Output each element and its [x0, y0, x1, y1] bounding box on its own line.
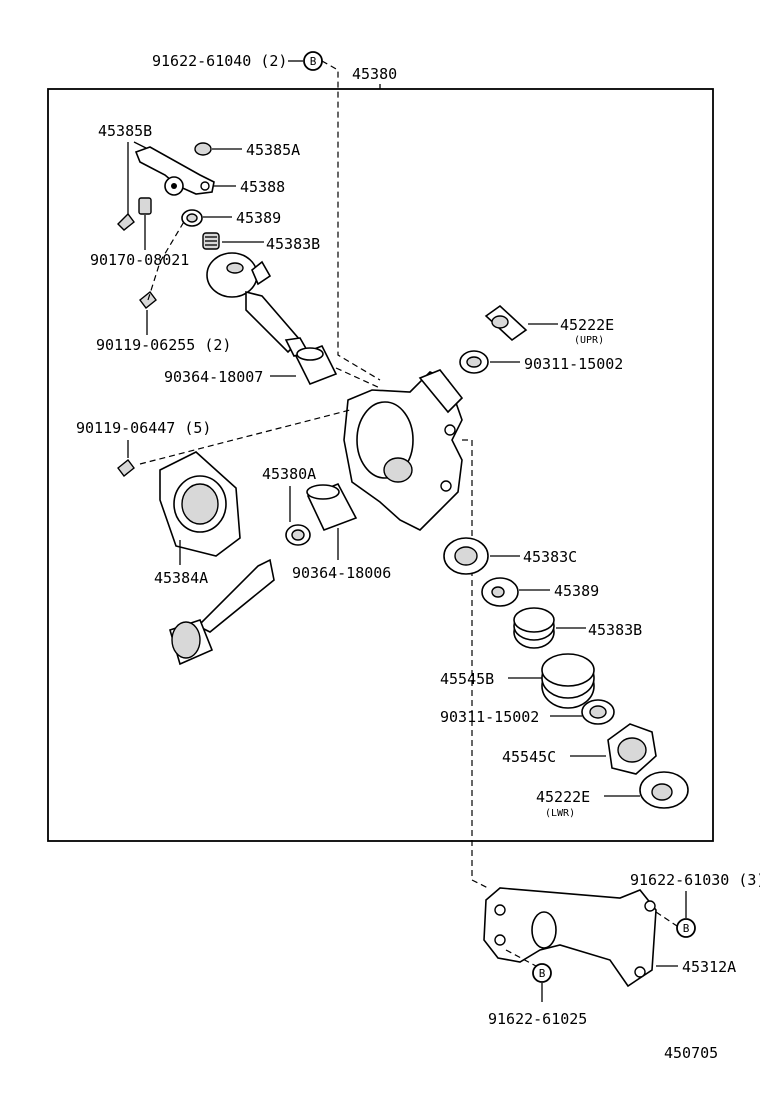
spring-45383B-top [202, 232, 220, 250]
bolt-90119-06447 [117, 459, 135, 477]
b-marker-bottom: B [532, 963, 552, 983]
bearing-90311-low [581, 699, 615, 725]
label-90119-06255: 90119-06255 (2) [96, 336, 231, 354]
label-45385A: 45385A [246, 141, 300, 159]
b-marker-right: B [676, 918, 696, 938]
worm-shaft [169, 558, 275, 666]
seal-45380A [285, 524, 311, 546]
adjuster-45545B [541, 653, 595, 709]
label-45380: 45380 [352, 65, 397, 83]
label-45222E-upr: 45222E [560, 316, 614, 334]
label-90311-15002-top: 90311-15002 [524, 355, 623, 373]
diagram-id: 450705 [664, 1044, 718, 1062]
label-90364-18007: 90364-18007 [164, 368, 263, 386]
label-91622-61025: 91622-61025 [488, 1010, 587, 1028]
label-45545C: 45545C [502, 748, 556, 766]
b-marker-top: B [303, 51, 323, 71]
side-cover-45384A [159, 451, 241, 557]
label-45389-top: 45389 [236, 209, 281, 227]
label-45384A: 45384A [154, 569, 208, 587]
svg-text:B: B [683, 922, 690, 935]
svg-text:B: B [310, 55, 317, 68]
label-45389-mid: 45389 [554, 582, 599, 600]
label-45388: 45388 [240, 178, 285, 196]
bearing-45383C [443, 537, 489, 575]
label-45545B: 45545B [440, 670, 494, 688]
gear-housing [343, 369, 464, 531]
sector-shaft [206, 252, 310, 357]
label-90119-06447: 90119-06447 (5) [76, 419, 211, 437]
washer-45389-mid [481, 577, 519, 607]
nut-90170 [138, 197, 152, 215]
pitman-arm [134, 146, 215, 196]
label-91622-61040: 91622-61040 (2) [152, 52, 287, 70]
label-45383B-top: 45383B [266, 235, 320, 253]
bushing-90364-18007 [294, 344, 338, 386]
label-90170-08021: 90170-08021 [90, 251, 189, 269]
label-45222E-lwr: 45222E [536, 788, 590, 806]
label-45380A: 45380A [262, 465, 316, 483]
svg-text:B: B [539, 967, 546, 980]
bearing-90311-top [459, 350, 489, 374]
spring-45383B-mid [513, 607, 555, 649]
label-45312A: 45312A [682, 958, 736, 976]
seal-45222E-lwr [639, 771, 689, 809]
label-91622-61030: 91622-61030 (3) [630, 871, 760, 889]
label-upr: (UPR) [574, 335, 604, 346]
label-45383B-mid: 45383B [588, 621, 642, 639]
locknut-45545C [607, 723, 657, 775]
bracket-45312A [483, 887, 657, 988]
label-90311-15002-low: 90311-15002 [440, 708, 539, 726]
label-lwr: (LWR) [545, 808, 575, 819]
seal-45222E-upr [484, 304, 528, 342]
label-45383C: 45383C [523, 548, 577, 566]
cap-45385A [194, 142, 212, 156]
ring-45389-top [181, 209, 203, 227]
screw-45385B [117, 212, 135, 231]
bushing-90364-18006 [306, 482, 358, 532]
label-90364-18006: 90364-18006 [292, 564, 391, 582]
label-45385B: 45385B [98, 122, 152, 140]
